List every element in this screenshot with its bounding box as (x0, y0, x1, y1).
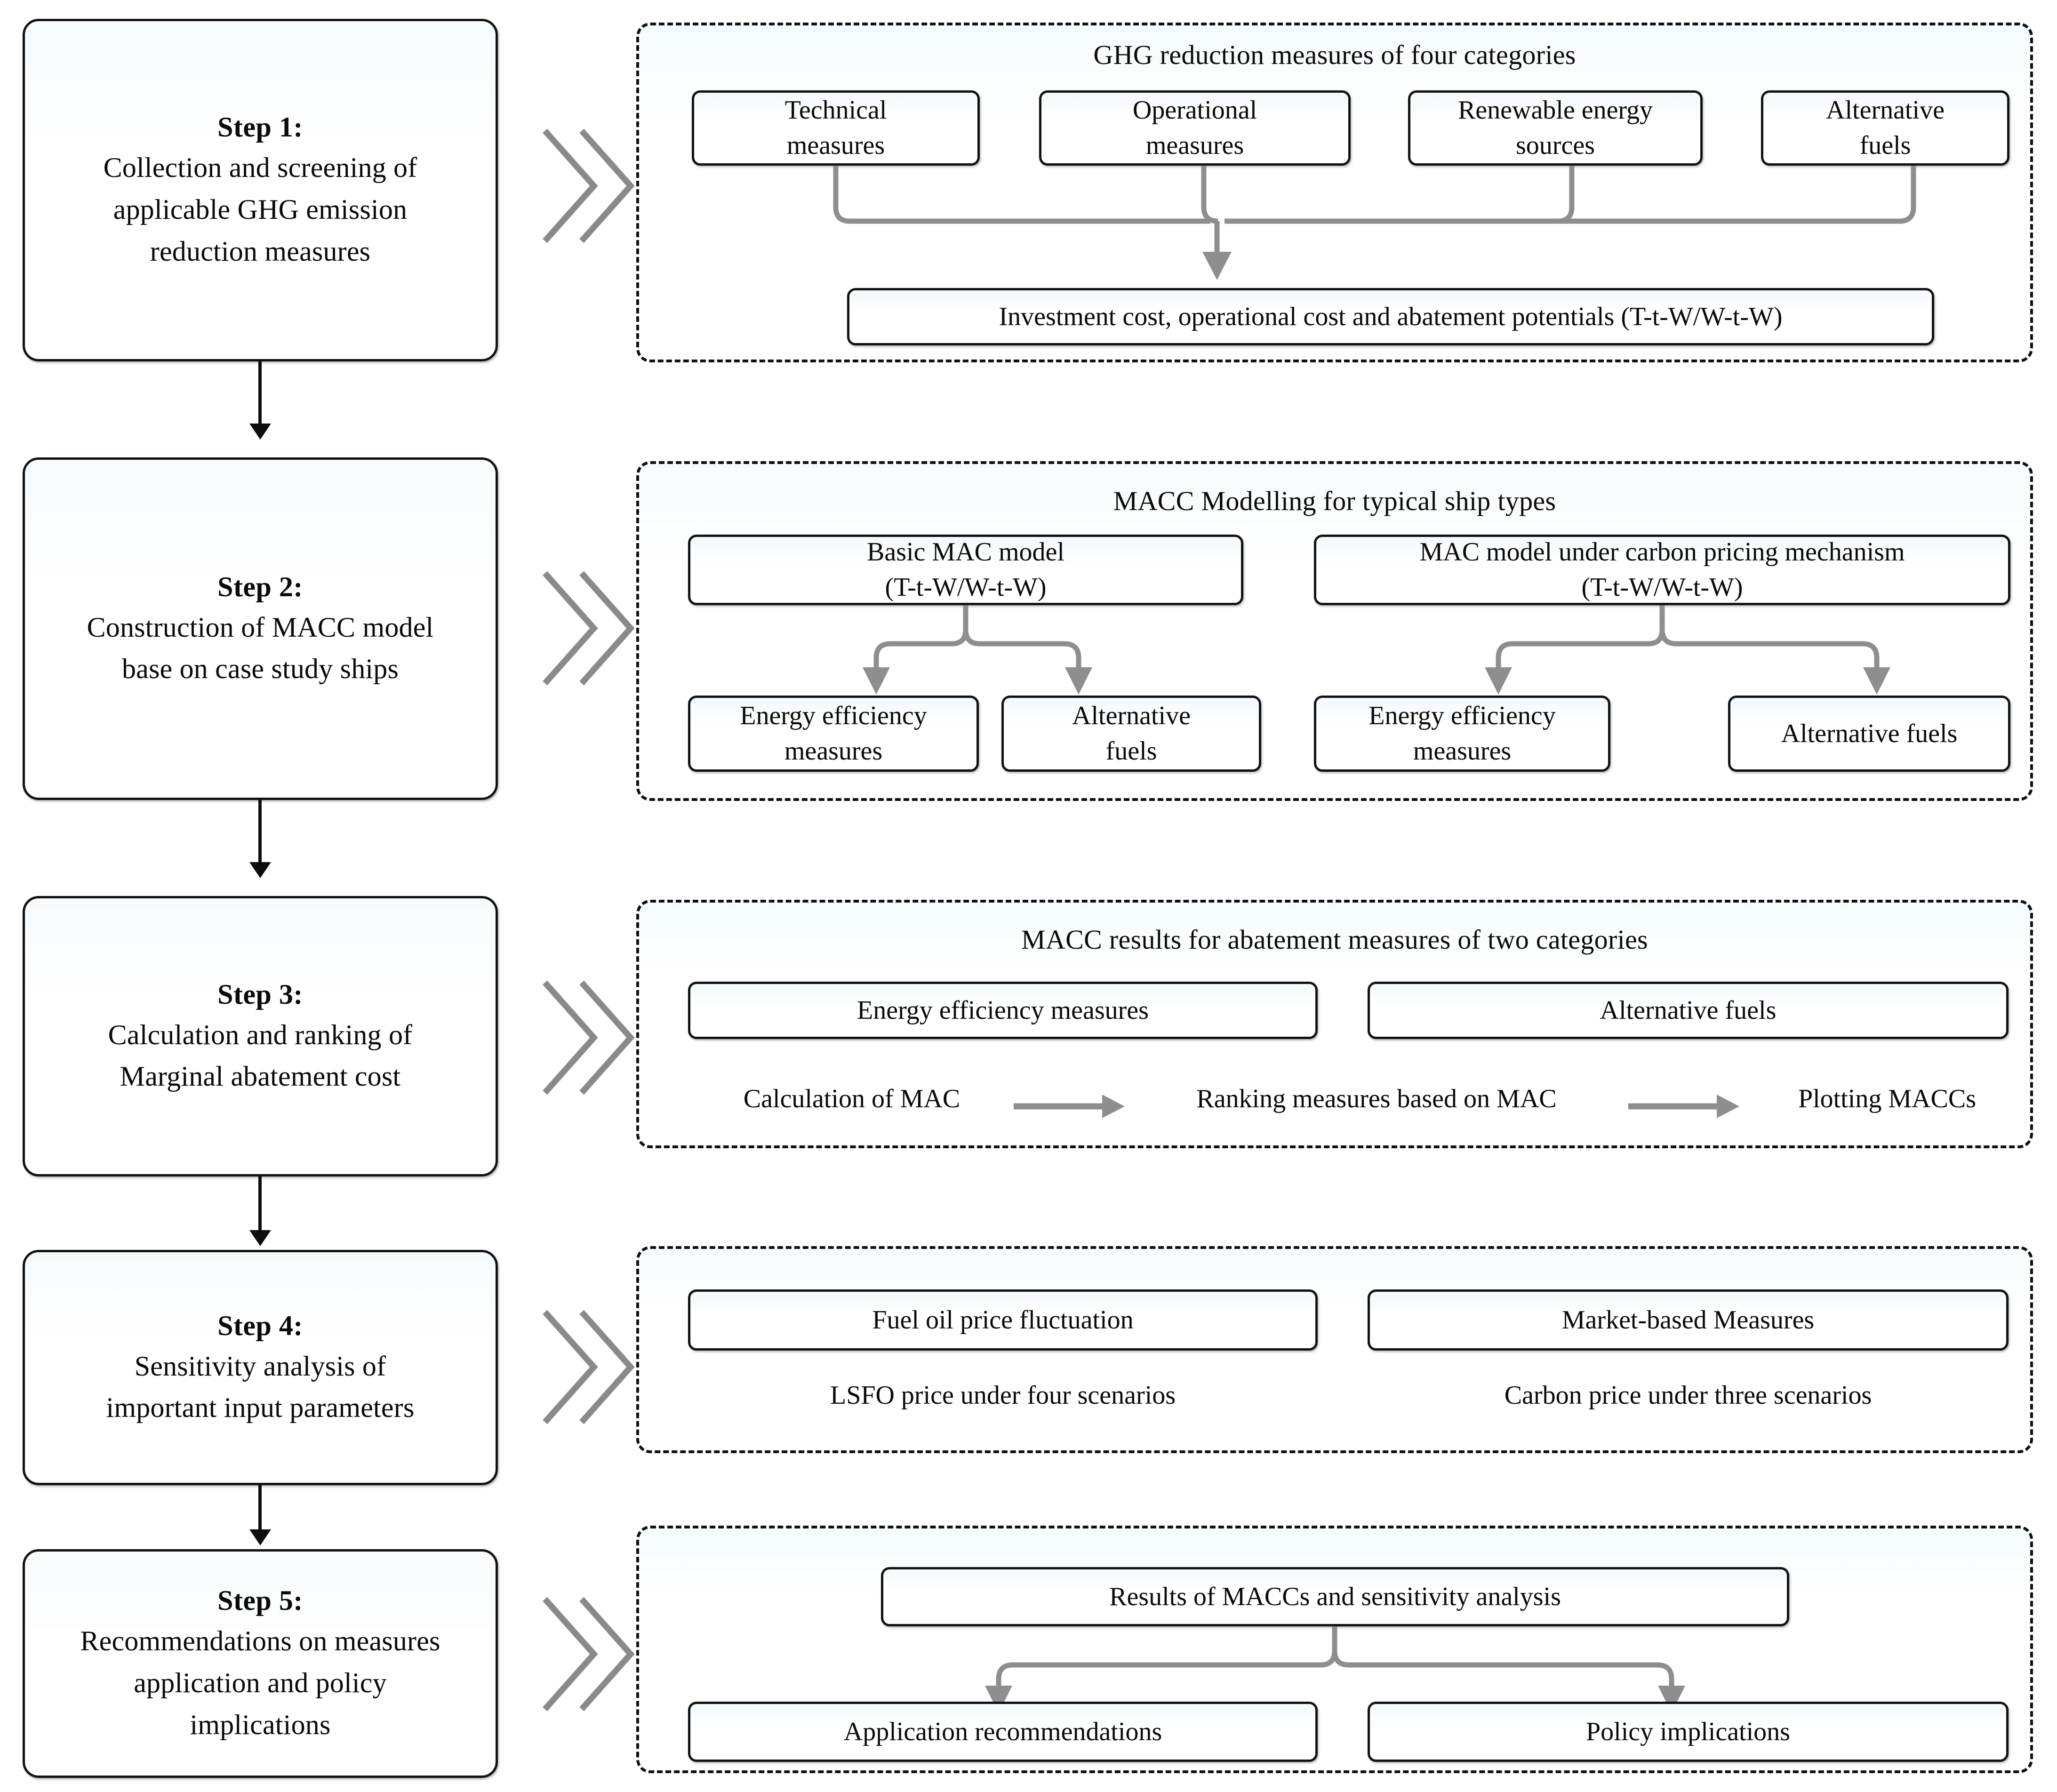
step-box-3[interactable]: Step 3: Calculation and ranking of Margi… (23, 896, 498, 1176)
panel-5-top-node[interactable]: Results of MACCs and sensitivity analysi… (881, 1567, 1789, 1626)
step-desc-5-line-2: application and policy (134, 1667, 387, 1698)
step-title-2: Step 2: (217, 571, 303, 602)
panel-3-category-node-2[interactable]: Alternative fuels (1368, 982, 2009, 1039)
panel-3-flow-step-3: Plotting MACCs (1798, 1084, 1977, 1113)
panel-2-leaf-node-3[interactable]: Energy efficiency measures (1314, 696, 1610, 772)
step-box-1[interactable]: Step 1: Collection and screening of appl… (23, 19, 498, 361)
panel-5-leaf-node-1-label: Application recommendations (843, 1717, 1162, 1746)
panel-4-category-node-1-label: Fuel oil price fluctuation (872, 1305, 1134, 1335)
panel-1-category-node-2[interactable]: Operational measures (1039, 90, 1351, 166)
panel-2-leaf-node-4[interactable]: Alternative fuels (1728, 696, 2010, 772)
panel-4-category-node-2-label: Market-based Measures (1561, 1305, 1815, 1335)
panel-2-leaf-node-1[interactable]: Energy efficiency measures (688, 696, 979, 772)
step-box-5[interactable]: Step 5: Recommendations on measures appl… (23, 1549, 498, 1778)
panel-1-result-node-label: Investment cost, operational cost and ab… (999, 302, 1783, 331)
panel-2-leaf-node-4-label: Alternative fuels (1781, 719, 1958, 748)
panel-1-category-node-3-label: Renewable energy sources (1457, 95, 1653, 160)
panel-4-caption-2: Carbon price under three scenarios (1504, 1381, 1872, 1410)
double-chevron-right-icon (536, 974, 640, 1101)
panel-2-leaf-node-3-label: Energy efficiency measures (1369, 701, 1556, 766)
panel-3-category-node-1-label: Energy efficiency measures (857, 995, 1149, 1025)
panel-3-title: MACC results for abatement measures of t… (1021, 924, 1648, 955)
step-desc-4-line-1: Sensitivity analysis of (134, 1350, 386, 1382)
step-desc-2-line-1: Construction of MACC model (87, 611, 434, 643)
double-chevron-right-icon (536, 1304, 640, 1431)
panel-1-category-node-4-label: Alternative fuels (1826, 95, 1945, 160)
step-connector-3-4 (258, 1176, 262, 1238)
panel-5-leaf-node-1[interactable]: Application recommendations (688, 1702, 1318, 1762)
step-desc-3-line-2: Marginal abatement cost (120, 1061, 401, 1092)
step-connector-arrow-3-4 (249, 1230, 271, 1246)
panel-1-category-node-3[interactable]: Renewable energy sources (1408, 90, 1703, 166)
step-desc-4-line-2: important input parameters (106, 1392, 415, 1424)
step-connector-2-3 (258, 800, 262, 870)
step-desc-2-line-2: base on case study ships (121, 653, 399, 685)
panel-3-category-node-1[interactable]: Energy efficiency measures (688, 982, 1318, 1039)
step-connector-arrow-2-3 (249, 862, 271, 878)
step-title-4: Step 4: (217, 1310, 303, 1341)
panel-1-category-node-2-label: Operational measures (1132, 95, 1257, 160)
step-title-5: Step 5: (217, 1585, 303, 1616)
double-chevron-right-icon (536, 1591, 640, 1718)
panel-2-leaf-node-2-label: Alternative fuels (1072, 701, 1191, 766)
panel-2-model-node-1[interactable]: Basic MAC model (T-t-W/W-t-W) (688, 535, 1243, 605)
panel-1-result-node[interactable]: Investment cost, operational cost and ab… (847, 288, 1934, 345)
panel-3-flow-step-2: Ranking measures based on MAC (1196, 1084, 1557, 1113)
panel-3-category-node-2-label: Alternative fuels (1600, 995, 1777, 1025)
double-chevron-right-icon (536, 122, 640, 249)
step-desc-3-line-1: Calculation and ranking of (108, 1019, 413, 1050)
step-connector-arrow-1-2 (249, 424, 271, 440)
step-box-2[interactable]: Step 2: Construction of MACC model base … (23, 457, 498, 800)
step-title-1: Step 1: (217, 112, 303, 143)
panel-1-title: GHG reduction measures of four categorie… (1093, 40, 1576, 70)
panel-4-category-node-2[interactable]: Market-based Measures (1368, 1289, 2009, 1351)
step-desc-1-line-2: applicable GHG emission (113, 194, 408, 225)
panel-4-caption-1: LSFO price under four scenarios (830, 1381, 1176, 1410)
panel-2-model-node-2[interactable]: MAC model under carbon pricing mechanism… (1314, 535, 2010, 605)
step-desc-5-line-3: implications (190, 1709, 331, 1740)
step-desc-5-line-1: Recommendations on measures (80, 1625, 440, 1657)
panel-3-flow-step-1: Calculation of MAC (743, 1084, 960, 1113)
step-desc-1-line-1: Collection and screening of (103, 152, 417, 184)
step-title-3: Step 3: (217, 978, 303, 1010)
panel-2-leaf-node-2[interactable]: Alternative fuels (1001, 696, 1261, 772)
step-connector-arrow-4-5 (249, 1529, 271, 1545)
panel-2-model-node-2-label: MAC model under carbon pricing mechanism… (1419, 537, 1905, 602)
step-connector-1-2 (258, 361, 262, 431)
panel-5-leaf-node-2-label: Policy implications (1586, 1717, 1790, 1746)
panel-5-leaf-node-2[interactable]: Policy implications (1368, 1702, 2009, 1762)
panel-1-category-node-1-label: Technical measures (784, 95, 887, 160)
panel-2-title: MACC Modelling for typical ship types (1113, 486, 1556, 516)
panel-2-leaf-node-1-label: Energy efficiency measures (740, 701, 927, 766)
panel-1-category-node-4[interactable]: Alternative fuels (1761, 90, 2009, 166)
step-desc-1-line-3: reduction measures (150, 235, 371, 267)
step-box-4[interactable]: Step 4: Sensitivity analysis of importan… (23, 1250, 498, 1485)
panel-2-model-node-1-label: Basic MAC model (T-t-W/W-t-W) (867, 537, 1065, 602)
double-chevron-right-icon (536, 565, 640, 692)
step-connector-4-5 (258, 1485, 262, 1537)
panel-4-category-node-1[interactable]: Fuel oil price fluctuation (688, 1289, 1318, 1351)
panel-5-top-node-label: Results of MACCs and sensitivity analysi… (1109, 1582, 1561, 1611)
panel-1-category-node-1[interactable]: Technical measures (692, 90, 980, 166)
